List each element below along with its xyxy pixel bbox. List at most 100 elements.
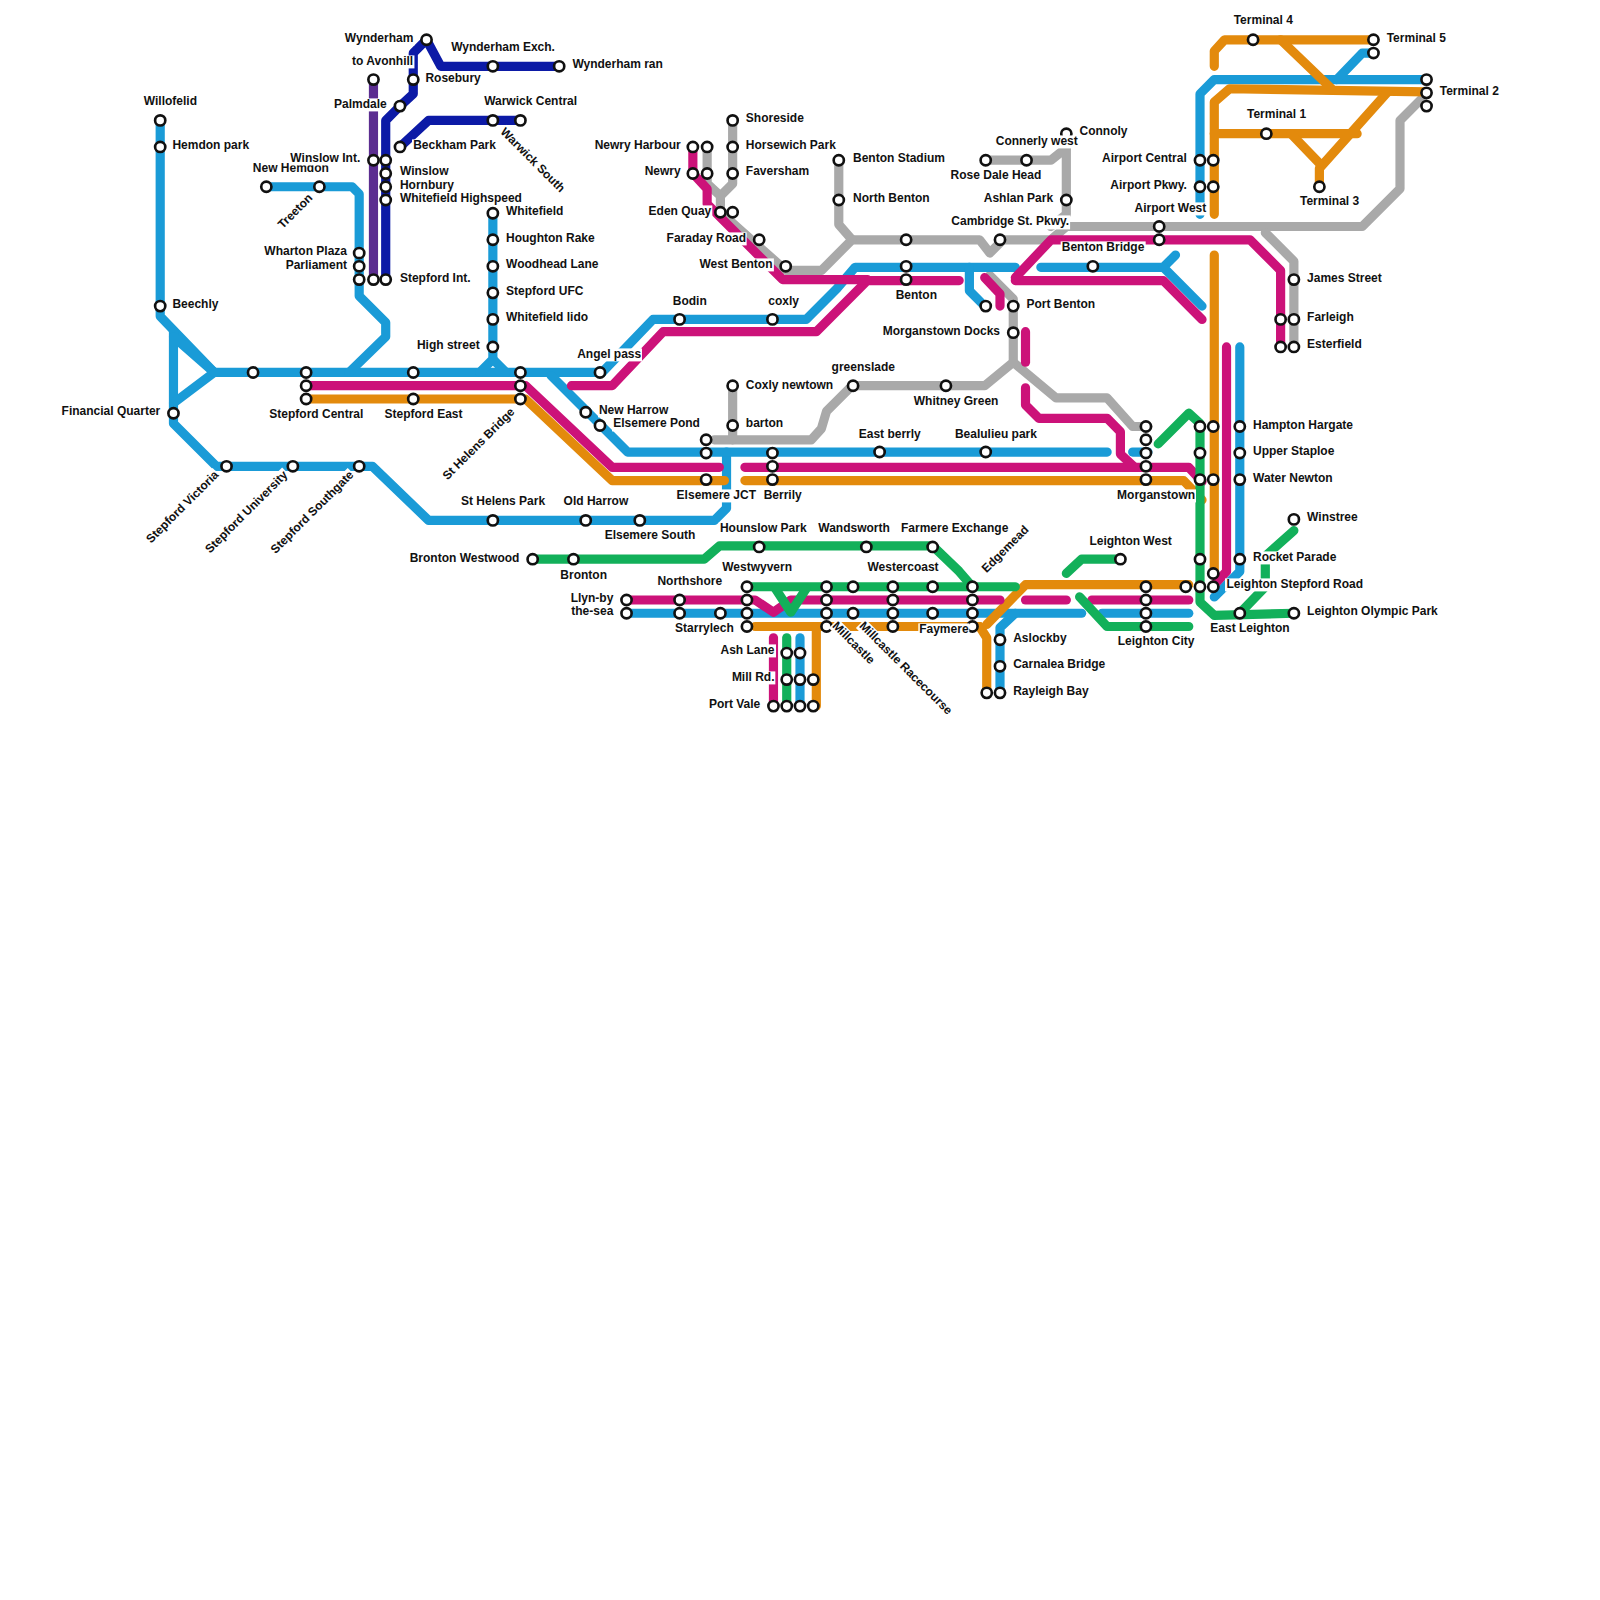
station-label: Whitefield lido	[505, 312, 589, 325]
station-marker	[674, 314, 684, 324]
route-line	[173, 337, 214, 373]
station-label: Westwyvern	[721, 562, 793, 575]
station-label: Morganstown Docks	[882, 325, 1001, 338]
station-marker	[1141, 595, 1151, 605]
station-label: Benton Bridge	[1061, 241, 1146, 254]
station-label: Winstree	[1306, 512, 1359, 525]
route-line	[1291, 134, 1320, 164]
station-marker	[688, 142, 698, 152]
station-label: Bronton Westwood	[409, 553, 521, 566]
station-marker	[488, 515, 498, 525]
route-line	[969, 267, 984, 306]
station-label: Whitefield Highspeed	[399, 192, 523, 205]
station-label: Terminal 3	[1299, 195, 1360, 208]
route-line	[1319, 92, 1387, 187]
station-label: High street	[416, 339, 481, 352]
station-marker	[1195, 155, 1205, 165]
route-line-group	[306, 147, 1280, 706]
route-line	[714, 276, 1013, 440]
route-line	[160, 120, 214, 372]
station-label: Wharton Plaza	[263, 245, 348, 258]
station-marker	[368, 155, 378, 165]
route-line	[173, 372, 214, 403]
station-label: Houghton Rake	[505, 232, 596, 245]
route-line	[266, 187, 385, 373]
station-marker	[795, 674, 805, 684]
station-marker	[1208, 182, 1218, 192]
station-label: Terminal 5	[1386, 32, 1447, 45]
station-marker	[701, 474, 711, 484]
route-line	[1200, 80, 1427, 215]
station-marker	[1195, 582, 1205, 592]
station-marker	[1368, 35, 1378, 45]
station-marker	[488, 314, 498, 324]
station-label: Treeton	[275, 191, 316, 232]
station-marker	[701, 435, 711, 445]
station-marker	[861, 542, 871, 552]
station-marker	[381, 274, 391, 284]
station-label: Stepford Central	[268, 409, 364, 422]
station-label: Rayleigh Bay	[1012, 685, 1089, 698]
station-marker	[515, 115, 525, 125]
station-marker	[1021, 155, 1031, 165]
station-marker	[795, 701, 805, 711]
station-label: Winslow Int.	[289, 153, 361, 166]
station-label: Newry Harbour	[594, 139, 682, 152]
station-label: Shoreside	[745, 113, 805, 126]
station-label: Morganstown	[1116, 489, 1196, 502]
station-label: Stepford East	[383, 409, 463, 422]
station-marker	[995, 235, 1005, 245]
station-label: Elsemere South	[604, 529, 697, 542]
route-line	[1210, 255, 1219, 571]
station-label: Warwick Central	[483, 95, 578, 108]
station-marker	[1235, 554, 1245, 564]
station-label: Elsemere Pond	[612, 418, 701, 431]
station-label: Benton	[895, 289, 938, 302]
station-label: Beechly	[171, 299, 219, 312]
station-label: Upper Staploe	[1252, 445, 1335, 458]
station-marker	[888, 621, 898, 631]
station-marker	[1421, 101, 1431, 111]
station-marker	[901, 235, 911, 245]
station-marker	[488, 261, 498, 271]
route-line	[493, 359, 506, 372]
station-marker	[901, 261, 911, 271]
station-marker	[395, 101, 405, 111]
station-marker	[1181, 582, 1191, 592]
station-marker	[1289, 608, 1299, 618]
station-label: Financial Quarter	[61, 406, 162, 419]
station-label: Aslockby	[1012, 632, 1067, 645]
station-label: Llyn-by	[570, 592, 615, 605]
station-marker	[848, 608, 858, 618]
station-label: Whitefield	[505, 206, 564, 219]
station-label: Leighton Stepford Road	[1225, 578, 1364, 591]
route-line	[776, 589, 807, 612]
station-label: Terminal 1	[1246, 109, 1307, 122]
station-marker	[1421, 88, 1431, 98]
route-line-group	[306, 40, 1426, 706]
station-marker	[381, 182, 391, 192]
station-marker	[1195, 448, 1205, 458]
station-marker	[742, 621, 752, 631]
station-label: Hornbury	[399, 179, 455, 192]
station-marker	[821, 582, 831, 592]
station-marker	[715, 608, 725, 618]
route-line	[1214, 347, 1226, 585]
station-label: Wynderham Exch.	[450, 41, 556, 54]
route-line	[707, 94, 1426, 271]
station-marker	[595, 367, 605, 377]
route-line	[747, 582, 1015, 591]
route-line-group	[533, 413, 1294, 706]
station-label: Horsewich Park	[745, 139, 837, 152]
station-label: East berrly	[858, 428, 922, 441]
station-marker	[301, 367, 311, 377]
station-marker	[981, 301, 991, 311]
route-line	[728, 386, 737, 440]
station-marker	[488, 115, 498, 125]
station-marker	[901, 274, 911, 284]
station-label: Leighton West	[1088, 535, 1172, 548]
station-marker	[967, 582, 977, 592]
station-marker	[1208, 474, 1218, 484]
station-marker	[701, 448, 711, 458]
